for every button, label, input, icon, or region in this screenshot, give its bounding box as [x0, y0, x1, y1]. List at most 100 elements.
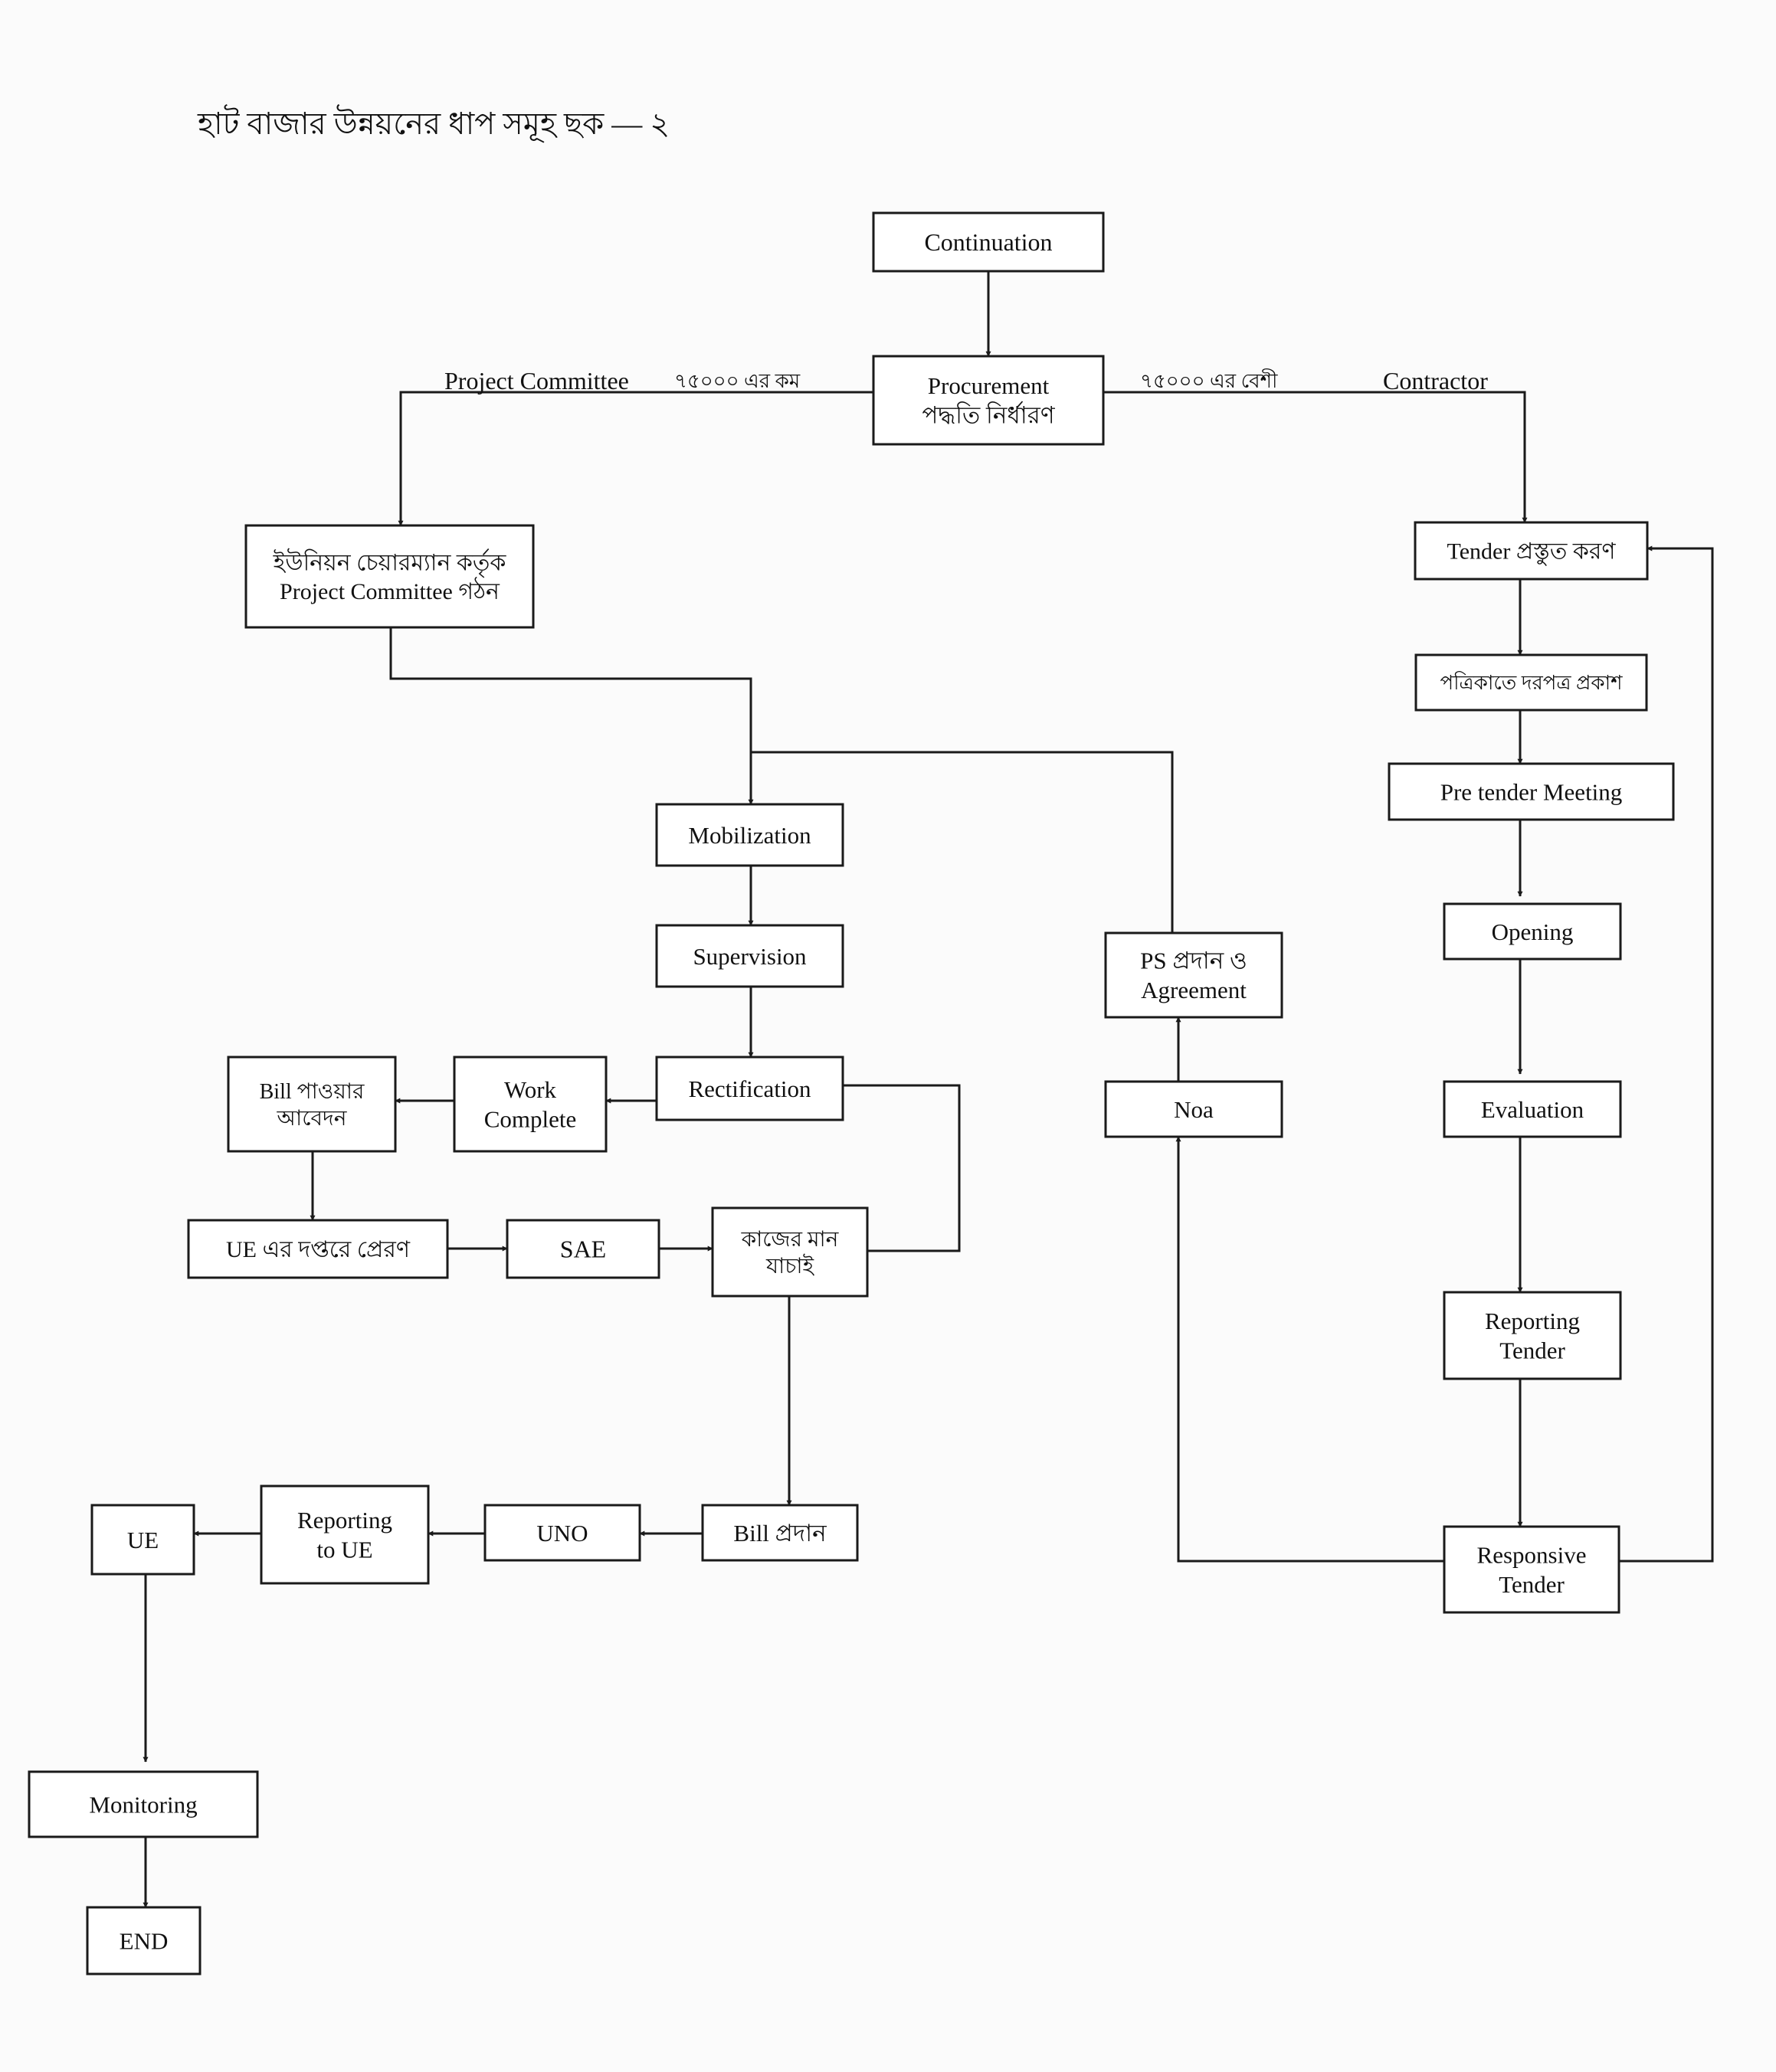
- node-label: Evaluation: [1481, 1096, 1584, 1123]
- node-rectification: Rectification: [655, 1056, 844, 1121]
- node-label: Agreement: [1141, 977, 1247, 1003]
- node-mobilization: Mobilization: [655, 803, 844, 867]
- node-label: যাচাই: [765, 1254, 814, 1278]
- node-label: Noa: [1174, 1096, 1214, 1123]
- node-box: [1443, 1291, 1622, 1380]
- node-opening: Opening: [1443, 902, 1622, 961]
- node-label: SAE: [560, 1236, 606, 1263]
- node-box: [872, 355, 1105, 446]
- node-label: Tender: [1499, 1571, 1565, 1598]
- edge-agreement-to-mobilization: [751, 751, 1174, 933]
- node-label: Tender: [1499, 1337, 1565, 1364]
- node-label: PS প্রদান ও: [1140, 947, 1247, 974]
- node-box: [711, 1206, 869, 1298]
- label-less-than-75000: ৭৫০০০ এর কম: [674, 370, 801, 392]
- node-box: [872, 211, 1105, 273]
- node-bill-payment: Bill প্রদান: [701, 1504, 859, 1562]
- node-label: Pre tender Meeting: [1440, 778, 1623, 805]
- node-label: UE: [127, 1527, 159, 1553]
- edge-responsive-to-tender-prep: [1619, 545, 1714, 1563]
- node-label: পত্রিকাতে দরপত্র প্রকাশ: [1440, 671, 1623, 694]
- node-pre-tender: Pre tender Meeting: [1388, 762, 1675, 821]
- node-box: [1388, 762, 1675, 821]
- node-box: [1414, 521, 1649, 581]
- node-sae: SAE: [506, 1219, 660, 1279]
- node-label: Responsive: [1477, 1541, 1587, 1568]
- node-label: কাজের মান: [741, 1228, 840, 1252]
- node-label: Bill প্রদান: [733, 1520, 827, 1547]
- node-label: আবেদন: [277, 1107, 348, 1131]
- diagram-title: হাট বাজার উন্নয়নের ধাপ সমূহ ছক — ২: [197, 104, 670, 142]
- node-box: [1104, 1080, 1283, 1138]
- node-label: Reporting: [1485, 1308, 1580, 1334]
- node-label: ইউনিয়ন চেয়ারম্যান কর্তৃক: [273, 548, 507, 578]
- node-uno: UNO: [483, 1504, 641, 1562]
- node-label: Procurement: [928, 372, 1050, 399]
- node-monitoring: Monitoring: [28, 1770, 259, 1838]
- edge-procurement-to-contractor: [1103, 391, 1528, 523]
- node-newspaper: পত্রিকাতে দরপত্র প্রকাশ: [1414, 653, 1648, 712]
- node-box: [1443, 1525, 1620, 1614]
- node-box: [187, 1219, 449, 1279]
- node-label: Bill পাওয়ার: [260, 1080, 365, 1104]
- node-ue-office: UE এর দপ্তরে প্রেরণ: [187, 1219, 449, 1279]
- node-box: [86, 1906, 202, 1975]
- node-quality-check: কাজের মানযাচাই: [711, 1206, 869, 1298]
- node-label: Complete: [484, 1106, 577, 1133]
- node-label: END: [120, 1927, 169, 1954]
- node-label: Mobilization: [688, 822, 811, 849]
- node-box: [90, 1504, 195, 1576]
- node-end: END: [86, 1906, 202, 1975]
- node-tender-prep: Tender প্রস্তুত করণ: [1414, 521, 1649, 581]
- node-box: [655, 924, 844, 988]
- node-ue: UE: [90, 1504, 195, 1576]
- node-label: Tender প্রস্তুত করণ: [1447, 539, 1617, 566]
- edge-committee-to-mobilization: [389, 627, 754, 805]
- label-contractor: Contractor: [1383, 367, 1488, 394]
- node-label: পদ্ধতি নির্ধারণ: [922, 401, 1055, 429]
- node-supervision: Supervision: [655, 924, 844, 988]
- node-noa: Noa: [1104, 1080, 1283, 1138]
- edge-quality-check-to-rectification: [843, 1084, 961, 1252]
- edge-procurement-to-committee: [398, 391, 873, 526]
- node-box: [506, 1219, 660, 1279]
- node-label: Monitoring: [89, 1791, 197, 1818]
- node-bill-application: Bill পাওয়ার আবেদন: [227, 1056, 397, 1153]
- node-label: UE এর দপ্তরে প্রেরণ: [226, 1237, 411, 1262]
- node-box: [227, 1056, 397, 1153]
- node-box: [483, 1504, 641, 1562]
- edges: [143, 271, 1714, 1908]
- node-label: Continuation: [924, 228, 1052, 256]
- label-project-committee: Project Committee: [444, 367, 629, 394]
- node-box: [260, 1484, 430, 1585]
- node-box: [28, 1770, 259, 1838]
- node-label: Work: [504, 1076, 557, 1103]
- edge-responsive-to-noa: [1175, 1136, 1444, 1563]
- node-box: [701, 1504, 859, 1562]
- node-ps-agreement: PS প্রদান ও Agreement: [1104, 931, 1283, 1019]
- node-box: [655, 803, 844, 867]
- node-label: Reporting: [297, 1507, 392, 1534]
- label-more-than-75000: ৭৫০০০ এর বেশী: [1140, 368, 1278, 392]
- node-reporting-ue: Reporting to UE: [260, 1484, 430, 1585]
- node-continuation: Continuation: [872, 211, 1105, 273]
- node-box: [1443, 1080, 1622, 1138]
- node-evaluation: Evaluation: [1443, 1080, 1622, 1138]
- node-label: Supervision: [693, 943, 807, 970]
- node-label: Project Committee গঠন: [280, 577, 500, 604]
- node-box: [453, 1056, 608, 1153]
- node-box: [1443, 902, 1622, 961]
- node-box: [244, 524, 535, 629]
- node-label: to UE: [316, 1537, 372, 1563]
- node-label: Opening: [1492, 918, 1574, 945]
- node-box: [655, 1056, 844, 1121]
- node-box: [1414, 653, 1648, 712]
